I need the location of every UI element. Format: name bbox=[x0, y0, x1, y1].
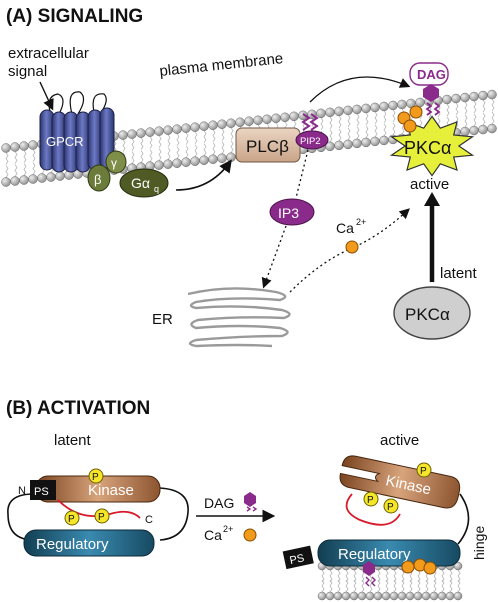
latent-to-active-arrowhead bbox=[424, 192, 440, 206]
latent-pkc-structure: Kinase PS N C Regulatory P P P bbox=[7, 468, 189, 557]
pip2-to-ip3-path bbox=[295, 149, 309, 199]
phospho-p-3: P bbox=[98, 512, 105, 523]
latent-label-a: latent bbox=[440, 265, 478, 282]
calcium-ion-a3 bbox=[403, 119, 417, 133]
er-label: ER bbox=[152, 311, 173, 328]
kinase-label-latent: Kinase bbox=[88, 482, 134, 499]
dag-tail-icon-b bbox=[246, 506, 258, 512]
membrane-bilayer-b bbox=[317, 561, 463, 601]
pseudosubstrate-active bbox=[282, 545, 314, 570]
n-terminus-label: N bbox=[18, 485, 26, 497]
ip3-molecule bbox=[269, 198, 315, 226]
phospho-p-6: P bbox=[387, 502, 394, 513]
phospho-p-5: P bbox=[367, 495, 374, 506]
calcium-ion-b1 bbox=[401, 560, 415, 574]
pkc-latent-label: PKCα bbox=[405, 305, 450, 324]
g-protein: β γ Gα q bbox=[87, 150, 169, 198]
dag-label-b: DAG bbox=[204, 495, 234, 511]
phospho-sites-latent: P P P bbox=[64, 468, 110, 526]
extracellular-signal-label-1: extracellular bbox=[8, 45, 89, 62]
g-alpha-label: Gα bbox=[131, 175, 150, 191]
g-alpha-subscript: q bbox=[154, 184, 159, 194]
pkc-active-label: PKCα bbox=[404, 138, 451, 158]
phospho-p-1: P bbox=[92, 472, 99, 483]
calcium-ion-b3 bbox=[423, 561, 437, 575]
dag-in-membrane-b bbox=[363, 561, 375, 576]
calcium-icon-b bbox=[243, 528, 257, 542]
ip3-to-er-arrow bbox=[261, 225, 287, 289]
calcium-superscript-b: 2+ bbox=[223, 524, 233, 534]
g-beta-label: β bbox=[94, 172, 101, 187]
ps-label-latent: PS bbox=[34, 486, 49, 498]
regulatory-label-active: Regulatory bbox=[338, 546, 411, 563]
gpcr-receptor: GPCR bbox=[39, 91, 115, 173]
calcium-ion-a2 bbox=[409, 105, 423, 119]
calcium-ion-released bbox=[345, 240, 359, 254]
phospho-p-4: P bbox=[420, 466, 427, 477]
pkc-alpha-latent bbox=[393, 286, 471, 340]
panel-a-heading: (A) SIGNALING bbox=[6, 6, 143, 27]
ip3-label: IP3 bbox=[278, 205, 299, 221]
ps-label-active: PS bbox=[289, 552, 306, 567]
signal-arrow bbox=[39, 81, 54, 111]
hinge-label: hinge bbox=[471, 526, 487, 560]
dag-label: DAG bbox=[417, 67, 446, 82]
phospho-p-2: P bbox=[68, 514, 75, 525]
extracellular-signal-label-2: signal bbox=[8, 63, 47, 80]
pip2-lipid: PIP2 bbox=[295, 113, 329, 150]
dag-lipid: DAG bbox=[409, 62, 449, 116]
calcium-label-a: Ca bbox=[336, 220, 354, 236]
pip2-to-dag-arrow bbox=[309, 76, 411, 103]
c-terminus-label: C bbox=[145, 514, 153, 526]
calcium-superscript-a: 2+ bbox=[356, 217, 366, 227]
gpcr-label: GPCR bbox=[46, 134, 84, 149]
plasma-membrane-label: plasma membrane bbox=[159, 50, 284, 80]
g-gamma-label: γ bbox=[111, 156, 117, 170]
calcium-label-b: Ca bbox=[204, 527, 222, 543]
endoplasmic-reticulum bbox=[187, 287, 291, 348]
regulatory-label-latent: Regulatory bbox=[36, 536, 109, 553]
regulatory-domain-latent bbox=[23, 529, 155, 557]
pip2-label: PIP2 bbox=[300, 136, 321, 147]
active-label-a: active bbox=[410, 176, 449, 193]
phospho-sites-active: P P P bbox=[363, 462, 432, 514]
dag-icon-b bbox=[244, 492, 256, 507]
dag-tail-in-membrane-b bbox=[365, 576, 376, 587]
active-pkc-structure: Kinase hinge P P P Regulatory PS bbox=[282, 455, 487, 587]
pseudosubstrate-latent bbox=[30, 480, 56, 500]
panel-b-heading: (B) ACTIVATION bbox=[6, 398, 150, 419]
latent-label-b: latent bbox=[54, 432, 92, 449]
kinase-domain-active bbox=[339, 455, 461, 509]
galpha-to-plc-arrow bbox=[175, 159, 232, 191]
plc-beta-label: PLCβ bbox=[246, 137, 289, 156]
active-label-b: active bbox=[380, 432, 419, 449]
regulatory-domain-active bbox=[317, 539, 461, 567]
